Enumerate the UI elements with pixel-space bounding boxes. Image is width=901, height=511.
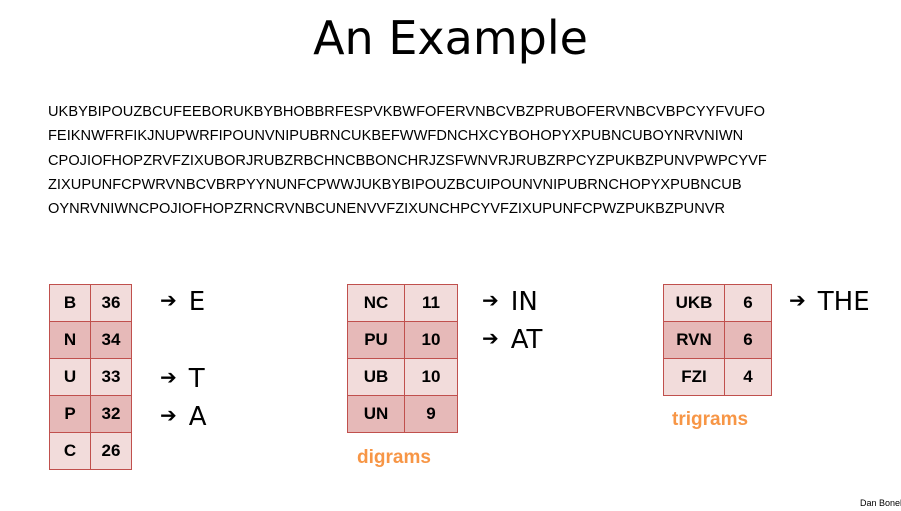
guess-b-e: ➔E bbox=[160, 287, 205, 318]
arrow-icon: ➔ bbox=[160, 403, 177, 427]
guess-trigram: THE bbox=[817, 287, 870, 317]
slide-title: An Example bbox=[313, 11, 588, 65]
pair-cell: NC bbox=[347, 284, 405, 322]
count-cell: 9 bbox=[404, 395, 458, 433]
digram-frequency-table: NC 11 PU 10 UB 10 UN 9 bbox=[347, 284, 458, 433]
ciphertext-line: UKBYBIPOUZBCUFEEBORUKBYBHOBBRFESPVKBWFOF… bbox=[48, 104, 765, 120]
count-cell: 11 bbox=[404, 284, 458, 322]
count-cell: 6 bbox=[724, 321, 772, 359]
table-row: B 36 bbox=[49, 284, 132, 322]
guess-digram: AT bbox=[510, 325, 543, 355]
unigram-frequency-table: B 36 N 34 U 33 P 32 C 26 bbox=[49, 284, 132, 470]
guess-pu-at: ➔ AT bbox=[482, 325, 542, 356]
author-credit: Dan Boneh bbox=[860, 498, 901, 508]
arrow-icon: ➔ bbox=[789, 288, 806, 312]
arrow-icon: ➔ bbox=[160, 365, 177, 389]
arrow-icon: ➔ bbox=[482, 288, 499, 312]
table-row: C 26 bbox=[49, 432, 132, 470]
guess-ukb-the: ➔ THE bbox=[789, 287, 870, 318]
guess-letter: A bbox=[188, 402, 207, 432]
letter-cell: B bbox=[49, 284, 91, 322]
count-cell: 33 bbox=[90, 358, 132, 396]
digrams-caption: digrams bbox=[357, 447, 431, 468]
arrow-icon: ➔ bbox=[482, 326, 499, 350]
table-row: N 34 bbox=[49, 321, 132, 359]
guess-p-a: ➔A bbox=[160, 402, 207, 433]
letter-cell: U bbox=[49, 358, 91, 396]
count-cell: 32 bbox=[90, 395, 132, 433]
letter-cell: C bbox=[49, 432, 91, 470]
guess-nc-in: ➔ IN bbox=[482, 287, 538, 318]
pair-cell: PU bbox=[347, 321, 405, 359]
ciphertext-block: UKBYBIPOUZBCUFEEBORUKBYBHOBBRFESPVKBWFOF… bbox=[48, 100, 898, 221]
pair-cell: UB bbox=[347, 358, 405, 396]
count-cell: 10 bbox=[404, 321, 458, 359]
letter-cell: P bbox=[49, 395, 91, 433]
table-row: RVN 6 bbox=[663, 321, 772, 359]
ciphertext-line: ZIXUPUNFCPWRVNBCVBRPYYNUNFCPWWJUKBYBIPOU… bbox=[48, 176, 742, 193]
ciphertext-line: FEIKNWFRFIKJNUPWRFIPOUNVNIPUBRNCUKBEFWWF… bbox=[48, 128, 744, 145]
guess-letter: E bbox=[188, 287, 206, 317]
table-row: PU 10 bbox=[347, 321, 458, 359]
triple-cell: UKB bbox=[663, 284, 725, 322]
guess-digram: IN bbox=[510, 287, 538, 317]
count-cell: 34 bbox=[90, 321, 132, 359]
letter-cell: N bbox=[49, 321, 91, 359]
arrow-icon: ➔ bbox=[160, 288, 177, 312]
triple-cell: FZI bbox=[663, 358, 725, 396]
count-cell: 6 bbox=[724, 284, 772, 322]
table-row: UKB 6 bbox=[663, 284, 772, 322]
ciphertext-line: OYNRVNIWNCPOJIOFHOPZRNCRVNBCUNENVVFZIXUN… bbox=[48, 201, 726, 218]
table-row: FZI 4 bbox=[663, 358, 772, 396]
table-row: P 32 bbox=[49, 395, 132, 433]
count-cell: 36 bbox=[90, 284, 132, 322]
table-row: U 33 bbox=[49, 358, 132, 396]
triple-cell: RVN bbox=[663, 321, 725, 359]
trigram-frequency-table: UKB 6 RVN 6 FZI 4 bbox=[663, 284, 772, 396]
count-cell: 26 bbox=[90, 432, 132, 470]
trigrams-caption: trigrams bbox=[672, 409, 749, 430]
count-cell: 10 bbox=[404, 358, 458, 396]
table-row: UB 10 bbox=[347, 358, 458, 396]
guess-letter: T bbox=[188, 364, 205, 394]
pair-cell: UN bbox=[347, 395, 405, 433]
ciphertext-line: CPOJIOFHOPZRVFZIXUBORJRUBZRBCHNCBBONCHRJ… bbox=[48, 152, 767, 169]
guess-u-t: ➔T bbox=[160, 364, 205, 395]
count-cell: 4 bbox=[724, 358, 772, 396]
table-row: NC 11 bbox=[347, 284, 458, 322]
table-row: UN 9 bbox=[347, 395, 458, 433]
